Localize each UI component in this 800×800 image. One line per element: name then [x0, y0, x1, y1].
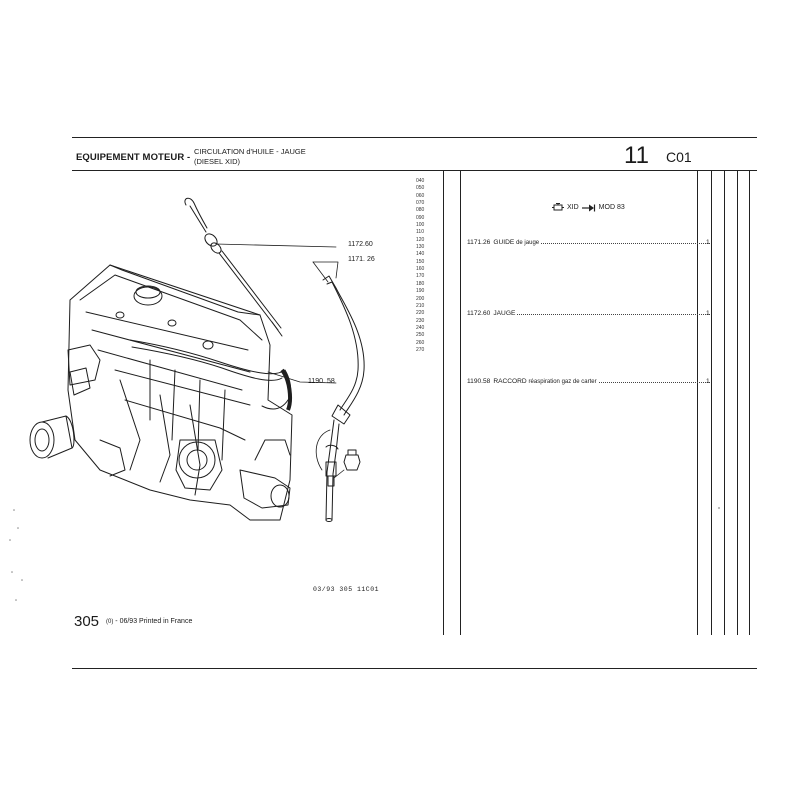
column-rule-3 [724, 170, 725, 635]
plate-code: C01 [666, 149, 692, 165]
reference-code: 110 [416, 229, 424, 236]
reference-code: 050 [416, 185, 425, 192]
reference-code: 250 [416, 332, 425, 339]
arrow-to-bar-icon [581, 204, 596, 212]
callout-dipstick: 1172.60 [348, 241, 373, 248]
part-row: 1171.26 GUIDE de jauge 1 [467, 239, 712, 246]
leader-dots [541, 242, 710, 244]
engine-outline-icon [552, 203, 564, 212]
column-rule-right [749, 170, 750, 635]
reference-code: 130 [416, 244, 425, 251]
reference-code: 060 [416, 192, 425, 199]
reference-code: 160 [416, 266, 425, 273]
part-name: JAUGE [493, 310, 516, 317]
dipstick-guide-drawing [322, 275, 365, 522]
column-rule-left2 [460, 170, 461, 635]
reference-code: 080 [416, 207, 425, 214]
reference-code: 240 [416, 324, 425, 331]
column-rule-4 [737, 170, 738, 635]
print-date: - 06/93 Printed in France [115, 618, 193, 625]
reference-code: 090 [416, 214, 425, 221]
scan-speckles [9, 507, 720, 601]
group-number: 11 [624, 142, 649, 169]
part-quantity: 1 [706, 310, 710, 317]
subtitle-line-2: (DIESEL XID) [194, 157, 240, 166]
print-info: (0) - 06/93 Printed in France [106, 618, 192, 625]
column-rule-qty-right [711, 170, 712, 635]
oil-filter-drawing [29, 415, 75, 459]
reference-code: 120 [416, 236, 425, 243]
print-variant: (0) [106, 619, 114, 625]
part-row: 1190.58 RACCORD réaspiration gaz de cart… [467, 378, 712, 385]
variant-engine: XID [567, 204, 579, 211]
header-bottom-rule [72, 170, 757, 172]
column-rule-left [443, 170, 444, 635]
part-number: 1190.58 [467, 378, 491, 385]
part-quantity: 1 [706, 378, 710, 385]
reference-code: 210 [416, 302, 425, 309]
variant-model-limit: MOD 83 [598, 204, 625, 211]
section-title: EQUIPEMENT MOTEUR - [76, 152, 191, 163]
reference-code: 200 [416, 295, 425, 302]
part-detail: réaspiration gaz de carter [528, 379, 597, 385]
engine-block-drawing [67, 264, 293, 521]
reference-code: 220 [416, 310, 425, 317]
column-rule-qty-left [697, 170, 698, 635]
callout-guide: 1171. 26 [348, 256, 375, 263]
reference-code: 100 [416, 222, 425, 229]
reference-code: 170 [416, 273, 425, 280]
variant-line: XID MOD 83 [552, 203, 625, 212]
breather-fitting-drawing [325, 449, 361, 487]
reference-code: 150 [416, 258, 425, 265]
reference-code: 040 [416, 178, 425, 184]
reference-code: 260 [416, 339, 425, 346]
part-row: 1172.60 JAUGE 1 [467, 310, 712, 317]
reference-code: 070 [416, 200, 425, 207]
dipstick-drawing [184, 197, 283, 337]
model-number: 305 [74, 613, 100, 630]
top-rule [72, 137, 757, 138]
reference-code: 180 [416, 280, 425, 287]
heater-pipe-drawing [280, 368, 292, 411]
leader-dots [517, 313, 710, 315]
bottom-rule [72, 668, 757, 669]
reference-code: 190 [416, 288, 425, 295]
part-name: RACCORD [493, 378, 527, 385]
part-quantity: 1 [706, 239, 710, 246]
part-number: 1171.26 [467, 239, 491, 246]
leader-dots [598, 381, 710, 383]
subtitle-line-1: CIRCULATION d'HUILE - JAUGE [194, 147, 306, 156]
callout-fitting: 1190. 58 [308, 378, 335, 385]
drawing-code: 03/93 305 11C01 [313, 586, 380, 593]
leader-lines [215, 243, 345, 479]
part-number: 1172.60 [467, 310, 491, 317]
reference-code: 230 [416, 317, 425, 324]
reference-code: 270 [416, 346, 425, 353]
reference-code: 140 [416, 251, 425, 258]
part-name: GUIDE [493, 239, 515, 246]
part-detail: de jauge [516, 240, 540, 246]
